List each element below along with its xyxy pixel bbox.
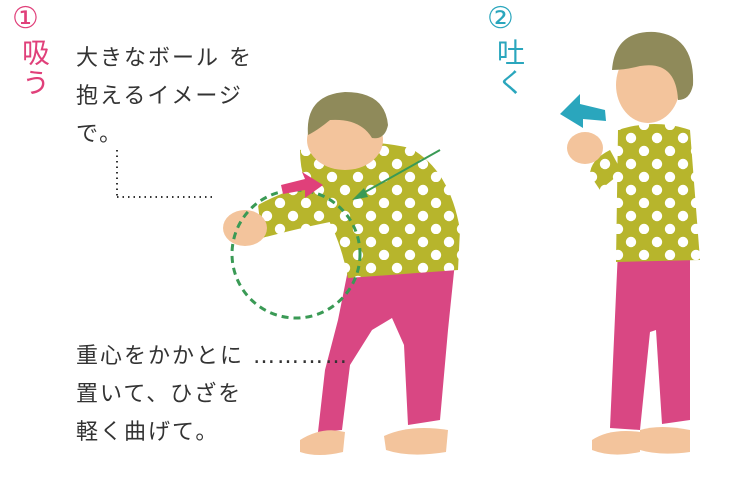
step-one-verb: 吸う: [18, 38, 51, 98]
tip-heel-weight-line: 重心をかかとに …………: [76, 344, 349, 369]
figure-one: [223, 92, 460, 455]
step-two-verb: 吐く: [493, 38, 526, 98]
tip-ball-hug: 大きなボール を 抱えるイメージ で。: [76, 40, 253, 154]
step-one-number: ①: [12, 1, 39, 36]
arrow-out-icon: [560, 94, 606, 128]
arrow-in-icon: [281, 172, 323, 198]
tip-heel-weight-line: 置いて、ひざを: [76, 382, 243, 407]
tip-ball-hug-line: 大きなボール を: [76, 46, 253, 71]
tip-ball-hug-line: で。: [76, 122, 124, 147]
tip-heel-weight: 重心をかかとに ………… 置いて、ひざを 軽く曲げて。: [76, 338, 349, 452]
tip-heel-weight-line: 軽く曲げて。: [76, 420, 220, 445]
step-two-number: ②: [487, 1, 514, 36]
leader-line: [116, 150, 215, 198]
tip-ball-hug-line: 抱えるイメージ: [76, 84, 243, 109]
figure-two: [567, 31, 700, 455]
